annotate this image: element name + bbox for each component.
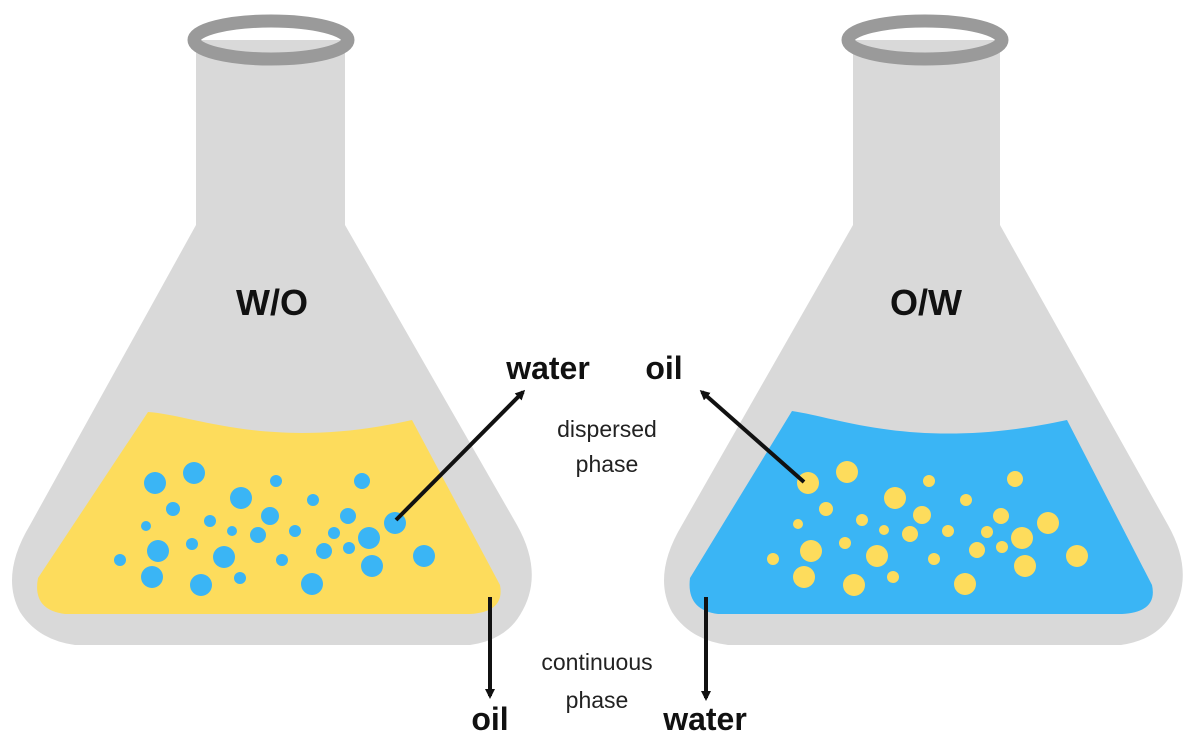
label-continuous-phase-line1: continuous — [541, 649, 652, 675]
droplet — [839, 537, 851, 549]
droplet — [879, 525, 889, 535]
droplet — [144, 472, 166, 494]
droplet — [358, 527, 380, 549]
droplet — [316, 543, 332, 559]
droplet — [1014, 555, 1036, 577]
droplet — [186, 538, 198, 550]
flask-right-rim — [841, 14, 1009, 66]
flask-left-droplets — [114, 462, 435, 596]
droplet — [793, 566, 815, 588]
droplet — [856, 514, 868, 526]
droplet — [166, 502, 180, 516]
droplet — [289, 525, 301, 537]
droplet — [1007, 471, 1023, 487]
droplet — [261, 507, 279, 525]
droplet — [928, 553, 940, 565]
flask-right-droplets — [767, 461, 1088, 596]
droplet — [301, 573, 323, 595]
droplet — [797, 472, 819, 494]
droplet — [902, 526, 918, 542]
droplet — [767, 553, 779, 565]
droplet — [141, 521, 151, 531]
droplet — [204, 515, 216, 527]
flask-left-rim — [187, 14, 355, 66]
label-dispersed-phase-line1: dispersed — [557, 416, 657, 442]
arrows — [394, 389, 806, 701]
label-dispersed-water: water — [505, 350, 590, 386]
droplet — [954, 573, 976, 595]
flask-right: O/W — [664, 14, 1183, 645]
flask-left: W/O — [12, 14, 532, 645]
droplet — [147, 540, 169, 562]
droplet — [354, 473, 370, 489]
droplet — [981, 526, 993, 538]
arrow-dispersed-water — [394, 389, 526, 522]
droplet — [923, 475, 935, 487]
droplet — [307, 494, 319, 506]
flask-right-title: O/W — [890, 282, 962, 323]
droplet — [843, 574, 865, 596]
label-dispersed-oil: oil — [645, 350, 682, 386]
droplet — [969, 542, 985, 558]
droplet — [276, 554, 288, 566]
label-continuous-phase-line2: phase — [566, 687, 629, 713]
droplet — [141, 566, 163, 588]
droplet — [884, 487, 906, 509]
label-continuous-water: water — [662, 701, 747, 734]
label-dispersed-phase-line2: phase — [576, 451, 639, 477]
labels: water oil dispersed phase continuous pha… — [471, 350, 746, 734]
droplet — [234, 572, 246, 584]
droplet — [230, 487, 252, 509]
droplet — [340, 508, 356, 524]
droplet — [819, 502, 833, 516]
droplet — [993, 508, 1009, 524]
droplet — [190, 574, 212, 596]
droplet — [800, 540, 822, 562]
droplet — [250, 527, 266, 543]
droplet — [793, 519, 803, 529]
droplet — [996, 541, 1008, 553]
droplet — [836, 461, 858, 483]
droplet — [960, 494, 972, 506]
flask-left-title: W/O — [236, 282, 308, 323]
droplet — [942, 525, 954, 537]
arrow-dispersed-oil — [699, 390, 806, 484]
droplet — [343, 542, 355, 554]
droplet — [361, 555, 383, 577]
droplet — [913, 506, 931, 524]
droplet — [328, 527, 340, 539]
droplet — [866, 545, 888, 567]
droplet — [114, 554, 126, 566]
droplet — [270, 475, 282, 487]
droplet — [413, 545, 435, 567]
droplet — [1066, 545, 1088, 567]
label-continuous-oil: oil — [471, 701, 508, 734]
droplet — [213, 546, 235, 568]
droplet — [1037, 512, 1059, 534]
droplet — [887, 571, 899, 583]
droplet — [1011, 527, 1033, 549]
droplet — [227, 526, 237, 536]
droplet — [183, 462, 205, 484]
